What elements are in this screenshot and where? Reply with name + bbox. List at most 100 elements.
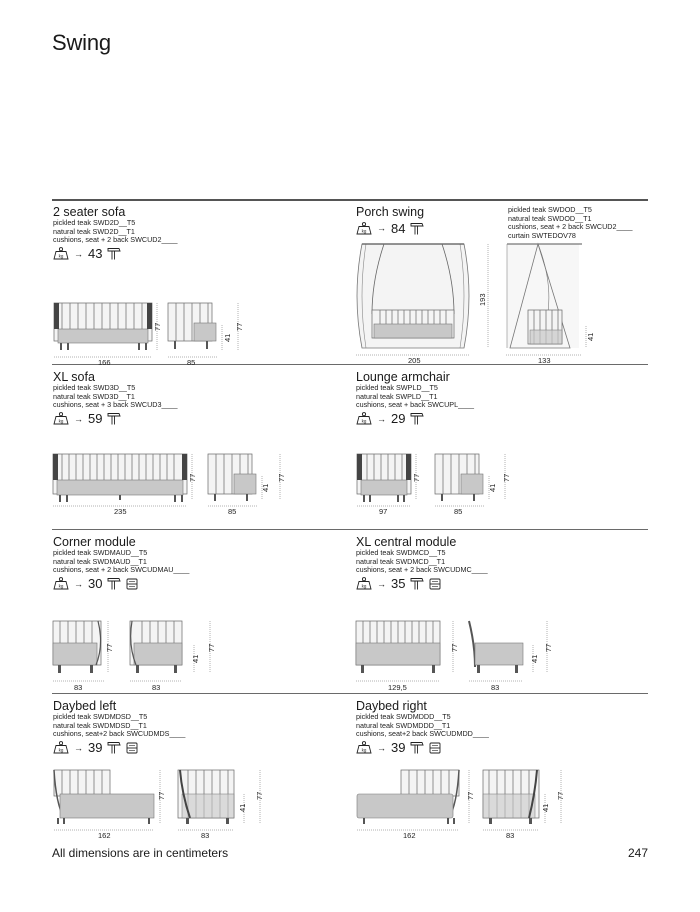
spec-cushions: cushions, seat + 2 back SWCUD2____ bbox=[53, 235, 178, 245]
porch-swing-specs: pickled teak SWDOD__T5 natural teak SWDO… bbox=[508, 205, 633, 240]
kg-weight-icon: kg bbox=[53, 577, 69, 590]
svg-text:kg: kg bbox=[362, 419, 367, 424]
dim-height: 77 bbox=[188, 474, 197, 482]
spec-natural-teak: natural teak SWDMDSD__T1 bbox=[53, 720, 147, 730]
spec-natural-teak: natural teak SWDMCD__T1 bbox=[356, 556, 446, 566]
spec-natural-teak: natural teak SWD3D__T1 bbox=[53, 391, 135, 401]
mallet-icon bbox=[108, 578, 122, 590]
spec-pickled-teak: pickled teak SWDMDSD__T5 bbox=[53, 712, 148, 721]
product-lounge-armchair: Lounge armchair pickled teak SWPLD__T5 n… bbox=[356, 370, 474, 426]
mallet-icon bbox=[411, 578, 425, 590]
dim-side-depth: 83 bbox=[201, 831, 209, 840]
product-daybed-right: Daybed right pickled teak SWDMDDD__T5 na… bbox=[356, 699, 489, 755]
weight-value: 39 bbox=[391, 740, 406, 756]
mallet-icon bbox=[411, 413, 425, 425]
dim-front-width: 83 bbox=[74, 683, 82, 692]
kg-weight-icon: kg bbox=[356, 412, 372, 425]
drawing-xl-central-module: 129,5 77 83 41 77 bbox=[355, 620, 553, 692]
svg-text:kg: kg bbox=[59, 584, 64, 589]
spec-cushions: cushions, seat + 3 back SWCUD3____ bbox=[53, 400, 178, 410]
svg-text:kg: kg bbox=[362, 228, 367, 233]
spec-cushions: cushions, seat + back SWCUPL____ bbox=[356, 400, 475, 410]
weight-value: 43 bbox=[88, 246, 103, 262]
spec-natural-teak: natural teak SWDOD__T1 bbox=[508, 213, 592, 223]
dim-height: 77 bbox=[105, 644, 114, 652]
arrow-icon: → bbox=[74, 742, 83, 753]
mallet-icon bbox=[411, 742, 425, 754]
modular-stack-icon bbox=[127, 742, 138, 754]
section-divider bbox=[52, 199, 648, 201]
mallet-icon bbox=[411, 222, 425, 234]
dim-side-depth: 83 bbox=[506, 831, 514, 840]
spec-natural-teak: natural teak SWPLD__T1 bbox=[356, 391, 438, 401]
svg-text:kg: kg bbox=[362, 584, 367, 589]
spec-cushions: cushions, seat+2 back SWCUDMDS____ bbox=[53, 729, 186, 739]
drawing-xl-sofa: 235 77 85 41 77 bbox=[52, 453, 286, 516]
kg-weight-icon: kg bbox=[53, 247, 69, 260]
product-name: Corner module bbox=[53, 535, 136, 549]
spec-curtain: curtain SWTEDOV78 bbox=[508, 230, 576, 240]
dim-height: 77 bbox=[412, 474, 421, 482]
modular-stack-icon bbox=[430, 578, 441, 590]
dim-seat-height: 41 bbox=[238, 804, 247, 812]
dim-side-height: 77 bbox=[277, 474, 286, 482]
spec-cushions: cushions, seat+2 back SWCUDMDD____ bbox=[356, 729, 489, 739]
spec-natural-teak: natural teak SWDMDDD__T1 bbox=[356, 720, 451, 730]
dim-front-width: 162 bbox=[403, 831, 416, 840]
dim-seat-height: 41 bbox=[261, 484, 270, 492]
dim-height: 193 bbox=[478, 293, 487, 306]
footer-note: All dimensions are in centimeters bbox=[52, 846, 229, 860]
dim-side-depth: 85 bbox=[454, 507, 462, 516]
spec-pickled-teak: pickled teak SWDMCD__T5 bbox=[356, 548, 446, 557]
arrow-icon: → bbox=[377, 742, 386, 753]
dim-height: 77 bbox=[157, 792, 166, 800]
dim-seat-height: 41 bbox=[586, 333, 595, 341]
arrow-icon: → bbox=[377, 413, 386, 424]
dim-seat-height: 41 bbox=[530, 655, 539, 663]
mallet-icon bbox=[108, 248, 122, 260]
arrow-icon: → bbox=[377, 578, 386, 589]
weight-value: 29 bbox=[391, 411, 406, 427]
spec-pickled-teak: pickled teak SWPLD__T5 bbox=[356, 383, 438, 392]
product-name: Daybed left bbox=[53, 699, 117, 713]
arrow-icon: → bbox=[74, 578, 83, 589]
section-divider bbox=[52, 693, 648, 694]
spec-pickled-teak: pickled teak SWD3D__T5 bbox=[53, 383, 136, 392]
arrow-icon: → bbox=[74, 248, 83, 259]
spec-pickled-teak: pickled teak SWDOD__T5 bbox=[508, 205, 592, 214]
dim-side-height: 77 bbox=[556, 792, 565, 800]
spec-natural-teak: natural teak SWDMAUD__T1 bbox=[53, 556, 147, 566]
dim-side-depth: 85 bbox=[228, 507, 236, 516]
product-name: Porch swing bbox=[356, 205, 425, 219]
drawing-daybed-right: 162 77 83 41 77 bbox=[356, 769, 565, 840]
spec-cushions: cushions, seat + 2 back SWCUDMC____ bbox=[356, 565, 488, 575]
kg-weight-icon: kg bbox=[356, 741, 372, 754]
dim-side-depth: 83 bbox=[491, 683, 499, 692]
drawing-lounge-armchair: 97 77 85 41 77 bbox=[356, 453, 511, 516]
weight-value: 39 bbox=[88, 740, 103, 756]
svg-text:kg: kg bbox=[59, 748, 64, 753]
kg-weight-icon: kg bbox=[53, 412, 69, 425]
product-porch-swing: Porch swing kg → 84 bbox=[356, 205, 425, 236]
weight-value: 84 bbox=[391, 220, 406, 236]
spec-cushions: cushions, seat + 2 back SWCUD2____ bbox=[508, 222, 633, 232]
page-title: Swing bbox=[52, 30, 111, 55]
weight-value: 30 bbox=[88, 576, 103, 592]
dim-side-depth: 85 bbox=[187, 358, 195, 367]
weight-value: 35 bbox=[391, 576, 406, 592]
spec-cushions: cushions, seat + 2 back SWCUDMAU____ bbox=[53, 565, 190, 575]
product-xl-sofa: XL sofa pickled teak SWD3D__T5 natural t… bbox=[53, 370, 177, 426]
spec-natural-teak: natural teak SWD2D__T1 bbox=[53, 226, 135, 236]
spec-pickled-teak: pickled teak SWDMDDD__T5 bbox=[356, 712, 451, 721]
section-divider bbox=[52, 364, 648, 365]
dim-height: 77 bbox=[466, 792, 475, 800]
product-2-seater-sofa: 2 seater sofa pickled teak SWD2D__T5 nat… bbox=[53, 205, 177, 261]
dim-front-width: 97 bbox=[379, 507, 387, 516]
dim-height: 77 bbox=[153, 323, 162, 331]
kg-weight-icon: kg bbox=[356, 577, 372, 590]
spec-pickled-teak: pickled teak SWD2D__T5 bbox=[53, 218, 136, 227]
modular-stack-icon bbox=[430, 742, 441, 754]
svg-text:kg: kg bbox=[59, 254, 64, 259]
arrow-icon: → bbox=[74, 413, 83, 424]
product-name: Daybed right bbox=[356, 699, 427, 713]
